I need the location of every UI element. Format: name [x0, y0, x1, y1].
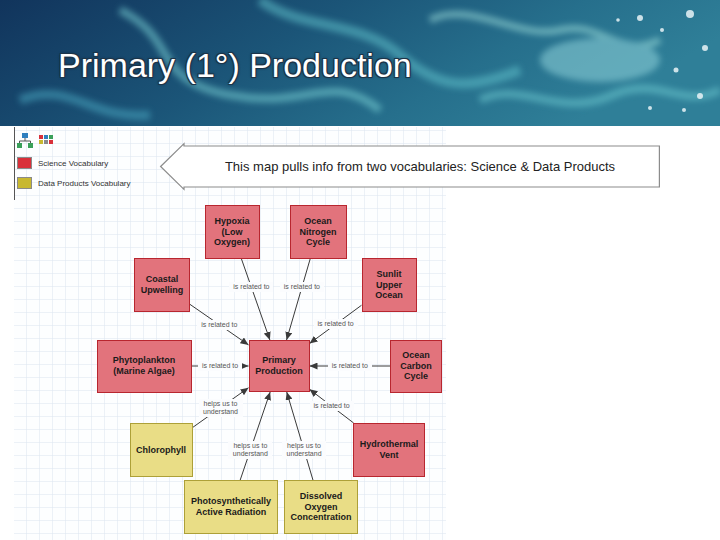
concept-box: Hypoxia (Low Oxygen): [205, 205, 260, 259]
concept-box: Photosynthetically Active Radiation: [184, 480, 278, 534]
concept-box: Ocean Carbon Cycle: [390, 340, 442, 393]
concept-label: Sunlit Upper Ocean: [368, 269, 411, 301]
concept-label: Hypoxia (Low Oxygen): [211, 216, 254, 248]
toolbar-icon: [17, 133, 33, 148]
concept-box: Dissolved Oxygen Concentration: [284, 480, 358, 534]
legend-swatch: [17, 157, 32, 169]
concept-box: Sunlit Upper Ocean: [362, 258, 417, 312]
relation-label: helps us to understand: [282, 441, 326, 459]
slide-title: Primary (1°) Production: [58, 46, 412, 85]
relation-label: helps us to understand: [199, 399, 243, 417]
legend-row: Science Vocabulary: [17, 153, 131, 173]
relation-label: is related to: [310, 401, 354, 411]
callout-arrow: This map pulls info from two vocabularie…: [160, 143, 660, 190]
banner-ground: [0, 0, 720, 126]
relation-connector: [240, 392, 270, 480]
panel-edge: [14, 127, 15, 200]
legend-text: Data Products Vocabulary: [38, 179, 131, 188]
concept-box: Phytoplankton (Marine Algae): [97, 340, 192, 393]
concept-box: Coastal Upwelling: [134, 258, 190, 312]
relation-connector: [193, 388, 249, 428]
relation-label: is related to: [197, 320, 241, 330]
relation-connector: [310, 389, 354, 423]
relation-label: is related to: [229, 282, 273, 292]
bloom-swirls: [20, 0, 720, 115]
map-panel: [14, 127, 446, 540]
relation-label: is related to: [314, 319, 358, 329]
concept-label: Coastal Upwelling: [140, 274, 184, 296]
concept-label: Primary Production: [255, 355, 304, 377]
relation-label: is related to: [328, 361, 372, 371]
concept-label: Photosynthetically Active Radiation: [190, 496, 272, 518]
relation-label: is related to: [198, 361, 242, 371]
callout-text: This map pulls info from two vocabularie…: [225, 159, 615, 174]
relation-label: is related to: [280, 282, 324, 292]
concept-box: Hydrothermal Vent: [353, 423, 425, 477]
relation-label: helps us to understand: [228, 441, 272, 459]
legend-swatch: [17, 177, 32, 189]
concept-box: Primary Production: [249, 340, 310, 392]
relation-connector: [190, 304, 249, 345]
relation-connector: [310, 305, 362, 343]
toolbar-icon: [39, 135, 53, 144]
concept-box: Chlorophyll: [130, 423, 193, 477]
ice-specks: [616, 10, 708, 112]
grid-background: [14, 127, 446, 540]
concept-label: Phytoplankton (Marine Algae): [103, 355, 186, 377]
concept-label: Chlorophyll: [136, 445, 186, 456]
concept-label: Ocean Nitrogen Cycle: [296, 216, 341, 248]
concept-label: Ocean Carbon Cycle: [396, 350, 436, 382]
relation-connector: [241, 259, 269, 340]
concept-label: Dissolved Oxygen Concentration: [290, 491, 352, 523]
concept-label: Hydrothermal Vent: [359, 439, 419, 461]
legend-text: Science Vocabulary: [38, 159, 108, 168]
legend-row: Data Products Vocabulary: [17, 173, 131, 193]
concept-box: Ocean Nitrogen Cycle: [290, 205, 347, 259]
relation-connector: [287, 259, 311, 340]
